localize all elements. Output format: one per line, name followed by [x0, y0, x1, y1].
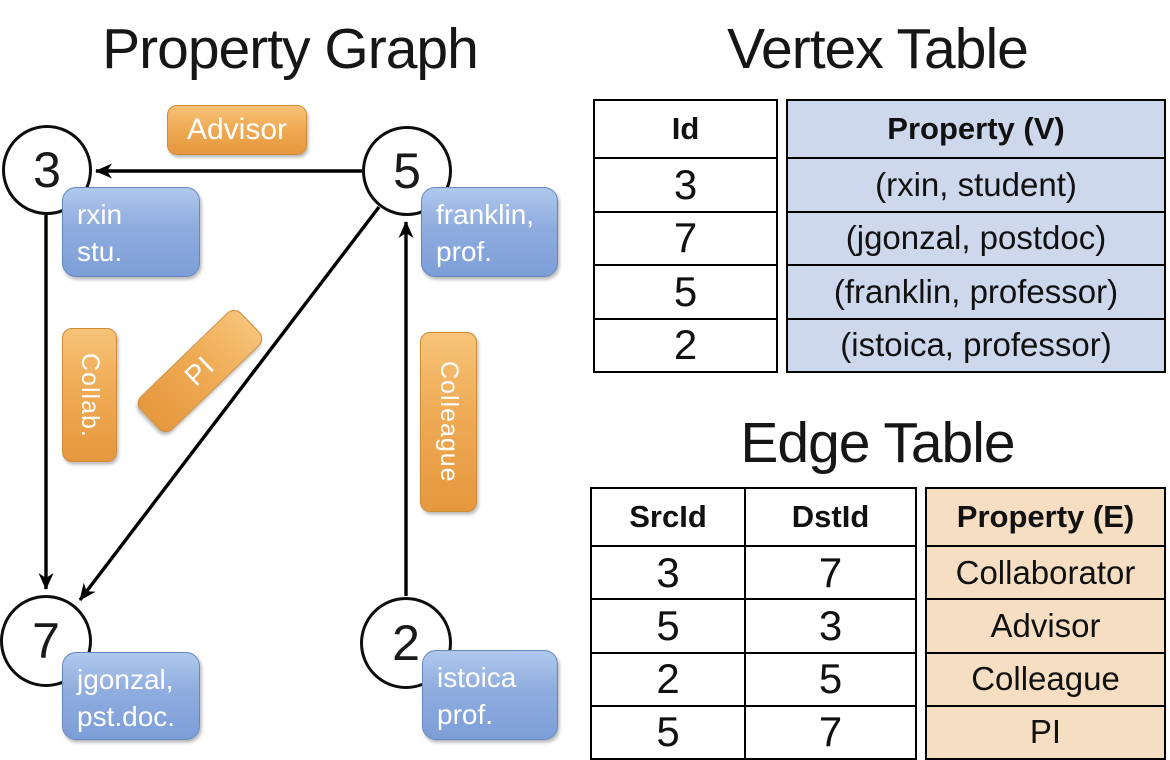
node-id-label: 5 — [393, 143, 421, 199]
edge-label-text: Collab. — [76, 352, 104, 438]
edge-dstid-header: DstId — [744, 489, 915, 545]
edge-label-collab: Collab. — [62, 328, 117, 462]
vertex-id-cell: 3 — [595, 157, 776, 211]
vertex-id-cell: 2 — [595, 317, 776, 372]
vertex-property-cell: (jgonzal, postdoc) — [788, 210, 1164, 265]
edge-dstid-cell: 5 — [744, 651, 915, 705]
edge-label-pi: PI — [133, 305, 267, 437]
property-line: rxin — [77, 199, 123, 230]
edge-property-cell: Advisor — [927, 598, 1164, 651]
vertex-property-header: Property (V) — [887, 111, 1065, 146]
vertex-property-box-franklin: franklin, prof. — [421, 187, 558, 277]
edge-label-text: PI — [178, 349, 221, 392]
node-id-label: 3 — [33, 142, 61, 198]
graph-node-5: 5 — [362, 126, 452, 216]
property-line: prof. — [436, 235, 493, 267]
edge-property-header: Property (E) — [956, 499, 1135, 534]
vertex-table-property-column: Property (V) (rxin, student) (jgonzal, p… — [786, 99, 1166, 373]
property-line: istoica — [437, 662, 517, 693]
vertex-id-cell: 5 — [595, 264, 776, 318]
edge-property-cell: Collaborator — [927, 545, 1164, 598]
edge-label-text: Colleague — [435, 361, 463, 483]
edge-srcid-cell: 5 — [592, 598, 744, 651]
vertex-property-cell: (istoica, professor) — [788, 317, 1164, 372]
vertex-table-title: Vertex Table — [727, 17, 1029, 81]
edge-label-text: Advisor — [186, 113, 288, 146]
vertex-property-cell: (rxin, student) — [788, 157, 1164, 211]
edge-dstid-cell: 7 — [744, 545, 915, 599]
node-id-label: 2 — [392, 615, 420, 671]
vertex-property-box-istoica: istoica prof. — [422, 650, 558, 740]
edge-table-title: Edge Table — [740, 411, 1015, 475]
graph-node-3: 3 — [2, 125, 92, 215]
edge-table-property-column: Property (E) Collaborator Advisor Collea… — [925, 487, 1166, 760]
edge-srcid-cell: 2 — [592, 651, 744, 705]
vertex-id-header: Id — [671, 111, 700, 146]
vertex-property-cell: (franklin, professor) — [788, 264, 1164, 318]
property-line: prof. — [437, 698, 494, 730]
property-line: jgonzal, — [77, 664, 174, 695]
property-line: stu. — [77, 235, 123, 267]
edge-srcid-header: SrcId — [629, 499, 707, 534]
property-line: franklin, — [436, 199, 535, 230]
edge-srcid-cell: 5 — [592, 704, 744, 758]
graph-title: Property Graph — [102, 17, 479, 81]
edge-property-cell: Colleague — [927, 651, 1164, 705]
node-id-label: 7 — [32, 613, 60, 669]
edge-dstid-cell: 3 — [744, 598, 915, 652]
vertex-table-id-column: Id 3 7 5 2 — [593, 99, 778, 373]
vertex-property-box-rxin: rxin stu. — [62, 187, 200, 277]
edge-property-cell: PI — [927, 704, 1164, 758]
vertex-property-box-jgonzal: jgonzal, pst.doc. — [62, 652, 200, 740]
edge-srcid-cell: 3 — [592, 545, 744, 598]
edge-table-id-columns: SrcId DstId 3 7 5 3 2 5 5 7 — [590, 487, 917, 760]
edge-label-colleague: Colleague — [420, 332, 477, 512]
property-line: pst.doc. — [77, 700, 176, 732]
edge-dstid-cell: 7 — [744, 704, 915, 758]
edge-label-advisor: Advisor — [167, 105, 307, 155]
vertex-id-cell: 7 — [595, 210, 776, 265]
